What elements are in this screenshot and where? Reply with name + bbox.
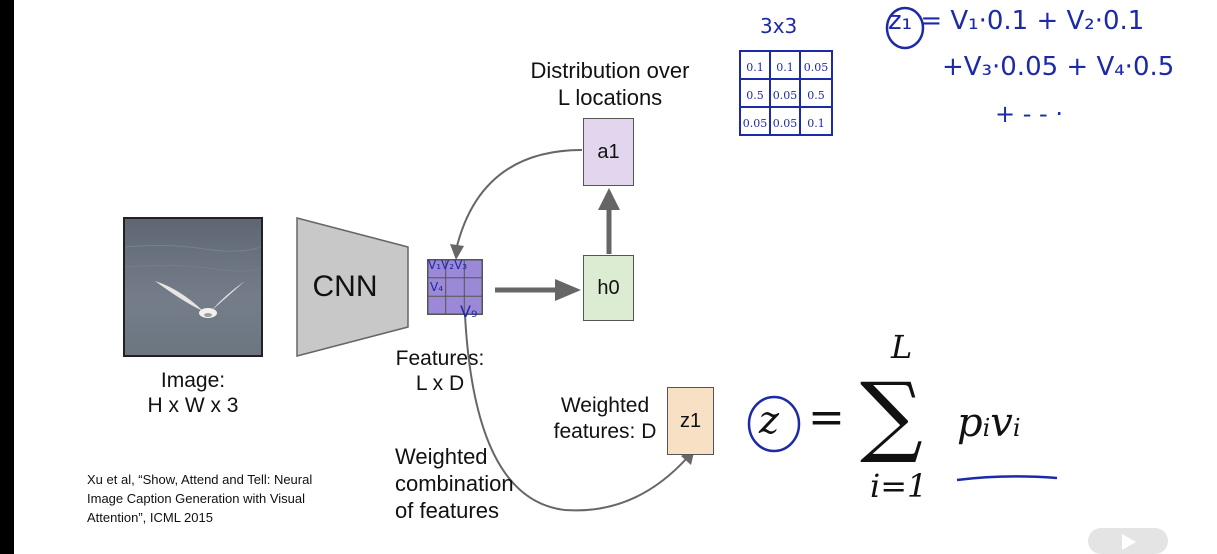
seagull-icon (125, 244, 261, 318)
handwritten-expansion-line1: z₁ = V₁·0.1 + V₂·0.1 (888, 6, 1145, 36)
weighted-features-label: Weighted features: D (530, 393, 680, 445)
arrow-h0-to-a1 (598, 188, 620, 254)
features-label-line1: Features: (395, 347, 485, 370)
handwritten-size-note: 3x3 (760, 14, 798, 38)
formula-sigma: ∑ (860, 363, 923, 466)
distribution-label: Distribution over L locations (505, 57, 715, 111)
grid-cell-labels: V₁V₂V₃ (428, 258, 467, 272)
formula-equals: = (808, 392, 845, 443)
handwritten-weight-grid: 0.1 0.1 0.05 0.5 0.05 0.5 0.05 0.05 0.1 (739, 50, 833, 136)
formula-v-sub: i (1012, 414, 1021, 442)
citation: Xu et al, “Show, Attend and Tell: Neural… (87, 470, 387, 527)
features-label: Features: L x D (390, 346, 490, 396)
grid-value-1-0: 0.5 (746, 89, 764, 102)
weighted-combination-label: Weighted combination of features (395, 443, 545, 524)
grid-value-1-1: 0.05 (773, 89, 798, 102)
grid-value-0-1: 0.1 (776, 61, 794, 74)
formula-v: v (990, 400, 1013, 446)
grid-value-2-1: 0.05 (773, 117, 798, 130)
arrow-features-to-h0 (495, 279, 581, 301)
feature-grid (427, 259, 483, 315)
grid-value-2-2: 0.1 (807, 117, 825, 130)
play-icon[interactable] (1088, 520, 1168, 554)
citation-line2: Image Caption Generation with Visual (87, 491, 305, 506)
cell-label-v4: V₄ (430, 280, 444, 294)
circle-z1-annotation (885, 6, 925, 50)
h0-box: h0 (583, 255, 634, 321)
formula-term: pivi (957, 400, 1021, 446)
left-black-border (0, 0, 14, 554)
citation-line3: Attention”, ICML 2015 (87, 510, 213, 525)
weighted-features-label-line2: features: D (553, 420, 657, 443)
image-label: Image: H x W x 3 (120, 368, 266, 418)
features-label-line2: L x D (415, 372, 465, 395)
formula-z: z (759, 398, 780, 442)
grid-value-0-0: 0.1 (746, 61, 764, 74)
formula-lower-limit: i=1 (870, 467, 928, 505)
formula-p: p (957, 400, 983, 446)
formula-upper-limit: L (891, 328, 913, 366)
weighted-combination-line3: of features (395, 498, 499, 523)
a1-box: a1 (583, 118, 634, 186)
weighted-combination-line2: combination (395, 471, 514, 496)
formula-p-sub: i (982, 414, 991, 442)
distribution-label-line1: Distribution over (530, 58, 690, 83)
cell-label-v2: V₂ (441, 258, 455, 272)
image-label-line2: H x W x 3 (147, 394, 239, 417)
cell-label-v1: V₁ (428, 258, 442, 272)
grid-value-0-2: 0.05 (804, 61, 829, 74)
distribution-label-line2: L locations (557, 85, 663, 110)
weighted-combination-line1: Weighted (395, 444, 488, 469)
weighted-features-label-line1: Weighted (560, 394, 650, 417)
cnn-label: CNN (312, 270, 378, 303)
grid-value-2-0: 0.05 (743, 117, 768, 130)
v9-annotation: V₉ (460, 302, 478, 321)
handwritten-expansion-line3: + - - · (995, 100, 1063, 128)
image-label-line1: Image: (160, 369, 226, 392)
citation-line1: Xu et al, “Show, Attend and Tell: Neural (87, 472, 313, 487)
arrow-a1-to-features (450, 149, 583, 260)
grid-value-1-2: 0.5 (807, 89, 825, 102)
underline-annotation (956, 475, 1058, 482)
handwritten-expansion-line2: +V₃·0.05 + V₄·0.5 (942, 52, 1175, 82)
circle-z-annotation (747, 395, 801, 453)
cell-label-v3: V₃ (454, 258, 468, 272)
cnn-block (296, 217, 409, 357)
seagull-photo (123, 217, 263, 357)
z1-box: z1 (667, 387, 714, 455)
